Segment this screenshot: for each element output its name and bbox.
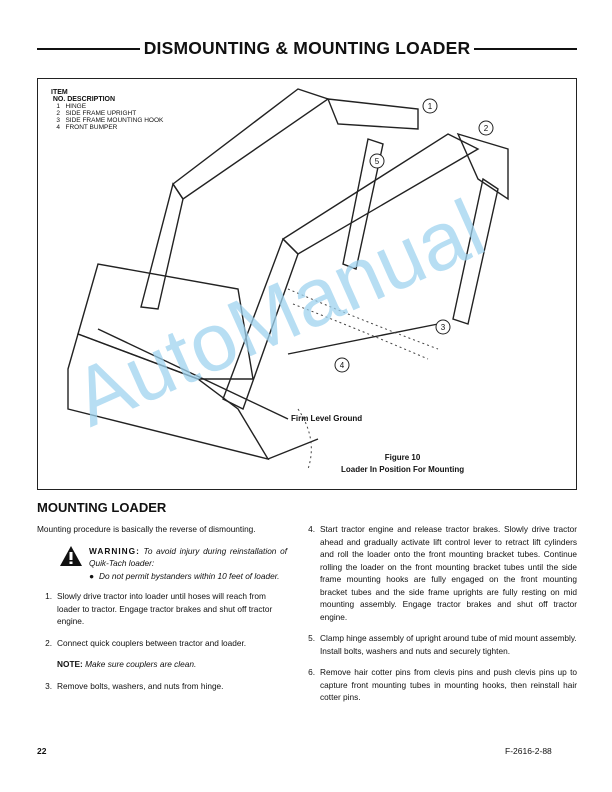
title-row: DISMOUNTING & MOUNTING LOADER bbox=[37, 38, 577, 59]
page-title: DISMOUNTING & MOUNTING LOADER bbox=[143, 38, 471, 58]
title-rule-right bbox=[474, 47, 577, 50]
loader-illustration: 1 2 3 4 5 bbox=[67, 88, 509, 470]
note: NOTE: Make sure couplers are clean. bbox=[57, 659, 197, 669]
page-number: 22 bbox=[37, 746, 47, 756]
callout-3: 3 bbox=[441, 323, 446, 332]
left-column: Mounting procedure is basically the reve… bbox=[37, 523, 287, 701]
warning-bullet: Do not permit bystanders within 10 feet … bbox=[99, 570, 280, 581]
step-3: 3.Remove bolts, washers, and nuts from h… bbox=[45, 680, 224, 691]
legend-header-item: ITEM bbox=[51, 89, 68, 96]
figure-caption-text: Loader In Position For Mounting bbox=[341, 465, 465, 474]
legend-row: 4 FRONT BUMPER bbox=[56, 124, 118, 131]
figure-caption: Figure 10 Loader In Position For Mountin… bbox=[341, 452, 464, 476]
document-code: F-2616-2-88 bbox=[505, 746, 552, 756]
callout-5: 5 bbox=[375, 157, 380, 166]
step-5: 5.Clamp hinge assembly of upright around… bbox=[308, 633, 577, 656]
warning-text: To avoid injury during reinstallation of… bbox=[89, 545, 288, 569]
legend-header-desc: NO. DESCRIPTION bbox=[52, 96, 116, 103]
step-1: 1.Slowly drive tractor into loader until… bbox=[45, 591, 273, 626]
bullet-icon: ● bbox=[89, 570, 95, 581]
step-6: 6.Remove hair cotter pins from clevis pi… bbox=[308, 667, 577, 702]
callout-1: 1 bbox=[428, 102, 433, 111]
section-title: MOUNTING LOADER bbox=[37, 500, 167, 515]
right-column: 4.Start tractor engine and release tract… bbox=[300, 523, 577, 713]
warning-label: WARNING: bbox=[89, 545, 140, 556]
warning-block: WARNING: To avoid injury during reinstal… bbox=[59, 545, 287, 583]
callout-2: 2 bbox=[484, 124, 489, 133]
legend-row: 3 SIDE FRAME MOUNTING HOOK bbox=[56, 117, 164, 124]
callout-4: 4 bbox=[340, 361, 345, 370]
ground-label: Firm Level Ground bbox=[291, 414, 363, 423]
warning-icon bbox=[59, 545, 89, 583]
legend-row: 2 SIDE FRAME UPRIGHT bbox=[56, 110, 137, 117]
step-2: 2.Connect quick couplers between tractor… bbox=[45, 637, 247, 648]
title-rule-left bbox=[37, 47, 140, 50]
intro-paragraph: Mounting procedure is basically the reve… bbox=[37, 524, 256, 534]
legend-row: 1 HINGE bbox=[56, 103, 87, 110]
step-4: 4.Start tractor engine and release tract… bbox=[308, 524, 577, 622]
figure-legend: ITEM NO. DESCRIPTION 1 HINGE 2 SIDE FRAM… bbox=[51, 89, 163, 131]
figure-10: ITEM NO. DESCRIPTION 1 HINGE 2 SIDE FRAM… bbox=[37, 78, 577, 490]
figure-number: Figure 10 bbox=[384, 453, 421, 462]
